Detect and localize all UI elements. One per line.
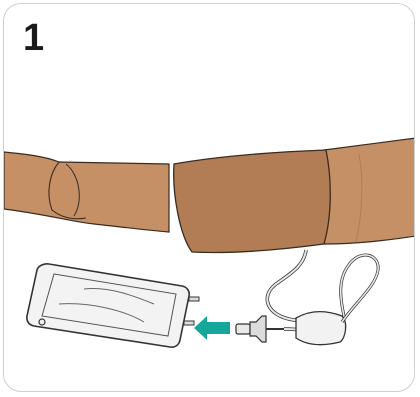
illustration bbox=[4, 4, 415, 392]
arrow-left-icon bbox=[194, 316, 230, 340]
instruction-panel: 1 bbox=[3, 3, 415, 392]
luer-connector-icon bbox=[236, 316, 284, 342]
tubing-icon bbox=[267, 250, 378, 345]
skin-sleeve-icon bbox=[174, 150, 331, 253]
iv-bag-icon bbox=[27, 264, 199, 347]
